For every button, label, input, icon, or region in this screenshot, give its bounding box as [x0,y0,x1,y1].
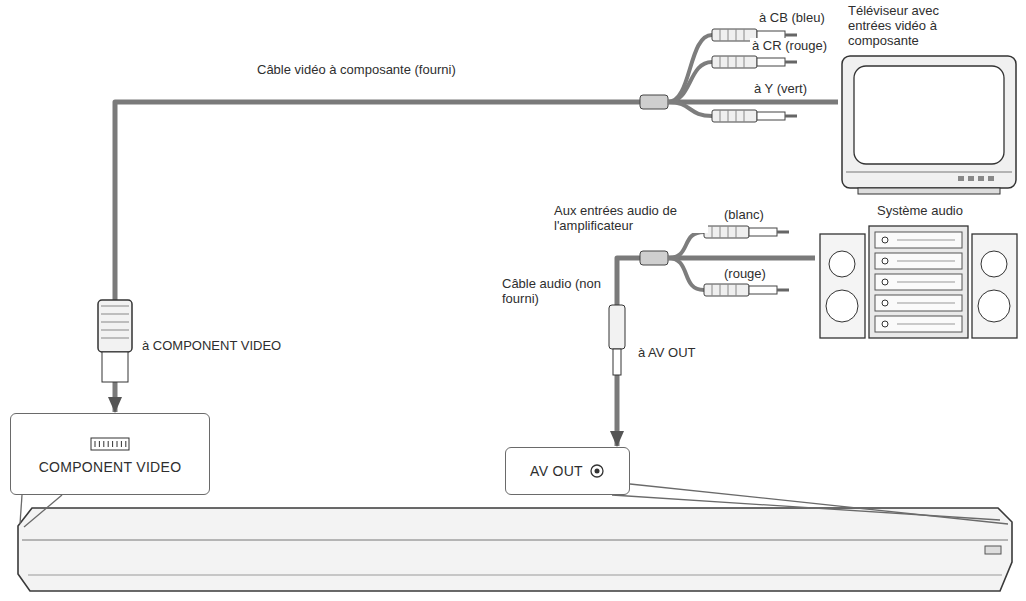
plug-grip [101,314,129,315]
plug-grip [736,110,737,122]
cable-branch [668,232,704,258]
plug-grip [728,110,729,122]
port-label: COMPONENT VIDEO [39,460,182,475]
plug-shell [749,228,777,236]
tv-drawing [838,54,1020,196]
plug-grip [712,284,713,296]
rca-plug [712,56,757,68]
plug-grip [720,284,721,296]
device-heading: Téléviseur avec entrées vidéo à composan… [848,3,978,48]
plug-grip [101,306,129,307]
plug-shell [757,58,785,66]
stereo-drawing [815,224,1022,342]
jack-tip [613,349,621,375]
cable-branch [668,258,704,290]
connection-label: à COMPONENT VIDEO [140,338,283,353]
console-edge [22,540,1008,541]
callout-line [612,495,1000,520]
console-edge [28,575,1002,576]
cable-branch [668,35,712,102]
cable-branch [668,102,712,116]
cable-sleeve [640,251,668,265]
plug-pin [785,34,797,37]
television: Téléviseur avec entrées vidéo à composan… [838,3,1020,196]
jack-plug [609,305,625,349]
port-callout: AV OUT [505,447,630,495]
plug-grip [744,56,745,68]
connection-label: à AV OUT [636,345,698,360]
plug-shell [757,112,785,120]
connection-label: à Y (vert) [752,81,809,96]
multi-plug-head [102,352,128,382]
plug-shell [749,286,777,294]
plug-grip [736,226,737,238]
plug-pin [777,289,789,292]
cable [617,258,815,446]
connection-label: à CB (bleu) [757,10,827,25]
plug-pin [785,115,797,118]
plug-grip [728,56,729,68]
jack-icon [589,463,605,479]
plug-grip [720,226,721,238]
plug-grip [736,29,737,41]
port-label: AV OUT [530,464,583,479]
connection-label: à CR (rouge) [750,38,829,53]
plug-grip [101,338,129,339]
plug-pin [785,61,797,64]
cable-branch [668,62,712,102]
plug-grip [720,29,721,41]
plug-grip [736,284,737,296]
plug-grip [712,226,713,238]
plug-grip [728,226,729,238]
console-body [18,508,1012,591]
plug-grip [720,110,721,122]
plug-grip [744,110,745,122]
console-light [985,546,1001,554]
connection-label: (rouge) [722,266,768,281]
port-callout: COMPONENT VIDEO [10,413,210,495]
connection-label: Aux entrées audio de l'amplificateur [552,203,708,233]
rca-plug [704,226,749,238]
callout-line [630,484,1008,524]
console [18,508,1012,591]
cable-sleeve [640,95,668,109]
device-heading: Système audio [877,203,1026,218]
plug-grip [720,56,721,68]
rca-plug [712,110,757,122]
plug-grip [736,56,737,68]
plug-grip [728,29,729,41]
rca-plug [704,284,749,296]
plug-grip [101,322,129,323]
plug-grip [744,29,745,41]
callout-line [24,495,62,527]
callout-line [20,495,22,524]
plug-grip [101,330,129,331]
audio-system: Système audio [815,203,1022,342]
connector-icon [88,434,132,454]
plug-pin [777,231,789,234]
plug-grip [728,284,729,296]
multi-plug [98,300,132,352]
cable-label: Câble audio (non fourni) [500,276,604,306]
connection-label: (blanc) [722,207,766,222]
cable-label: Câble vidéo à composante (fourni) [255,62,458,77]
plugs [98,29,797,382]
